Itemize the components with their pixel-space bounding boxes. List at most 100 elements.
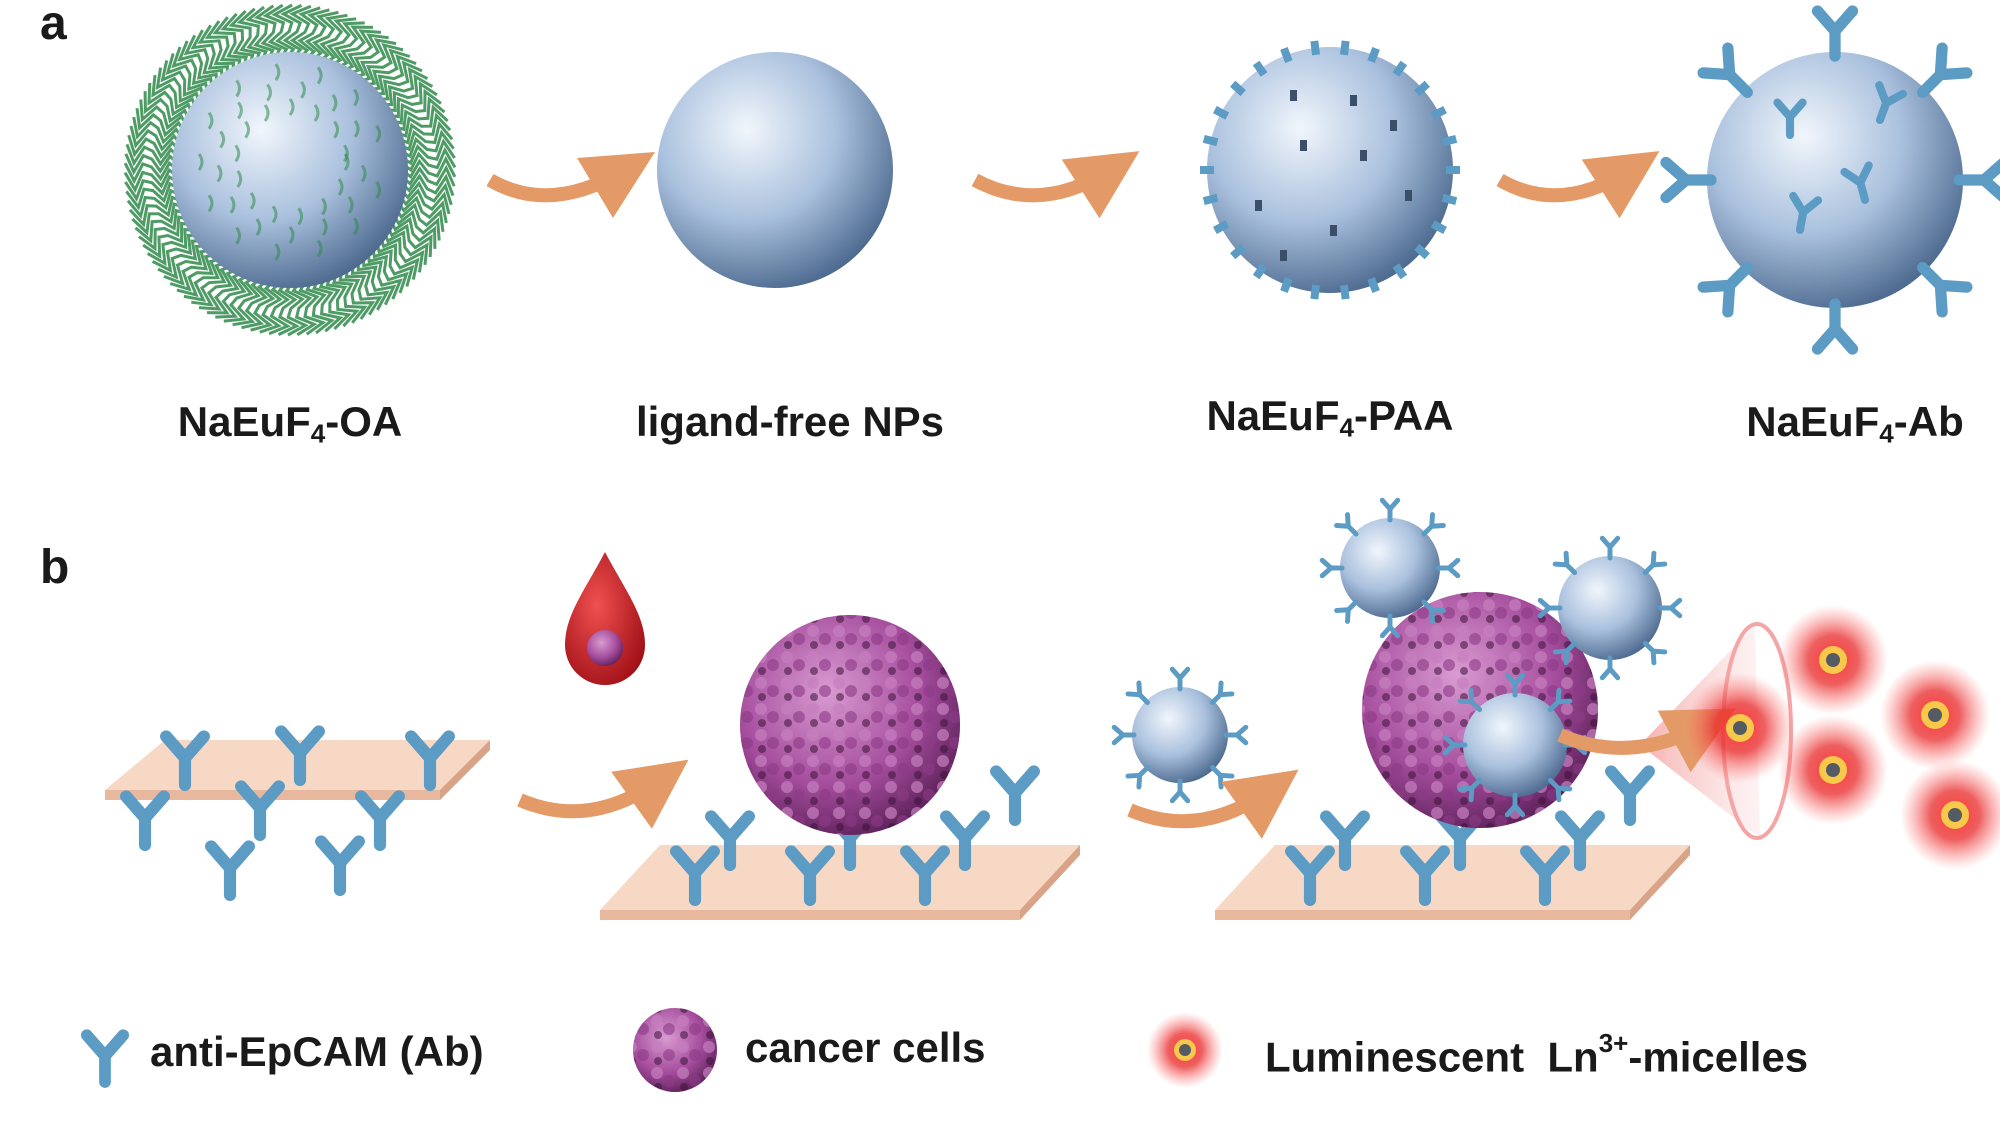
- np-ab-small-1-sphere: [1132, 687, 1228, 783]
- oleic-acid-chain: [395, 104, 449, 138]
- oleic-acid-inner-chain: [229, 196, 236, 214]
- oleic-acid-chain: [212, 16, 248, 69]
- substrate-3-edge: [1215, 910, 1630, 920]
- oleic-acid-chain: [253, 4, 282, 60]
- oleic-acid-inner-chain: [219, 130, 226, 149]
- panel-b-letter: b: [40, 541, 70, 594]
- oleic-acid-chain: [151, 74, 198, 110]
- oleic-acid-inner-chain: [271, 205, 278, 224]
- oleic-acid-chains: [123, 3, 457, 337]
- arrow-a1: [486, 152, 656, 219]
- substrate-3-top: [1215, 845, 1690, 910]
- oleic-acid-chain: [123, 160, 179, 185]
- oleic-acid-inner-chain: [316, 239, 323, 258]
- legend-cancer-cell-icon: [633, 1008, 717, 1092]
- oleic-acid-inner-chain: [274, 63, 281, 82]
- micelle-core: [1826, 653, 1840, 667]
- oleic-acid-chain: [356, 258, 397, 306]
- oleic-acid-chain: [289, 4, 312, 60]
- small-np-antibody: [1226, 727, 1246, 742]
- oleic-acid-chain: [183, 34, 224, 82]
- oleic-acid-chain: [191, 261, 228, 307]
- np-ab-bound-2: [1540, 538, 1680, 678]
- paa-tick-inner: [1360, 150, 1367, 161]
- oleic-acid-chain: [311, 10, 339, 63]
- caption-naeuf4-ab-sub: 4: [1879, 418, 1894, 449]
- paa-tick-inner: [1390, 120, 1397, 131]
- paa-tick: [1367, 277, 1380, 293]
- oleic-acid-chain: [382, 230, 429, 266]
- oleic-acid-chain: [124, 153, 180, 176]
- oleic-acid-inner-chain: [331, 94, 338, 112]
- substrate-2-edge: [600, 910, 1020, 920]
- paa-tick: [1280, 277, 1293, 293]
- oleic-acid-chain: [245, 5, 275, 61]
- paa-tick: [1280, 47, 1293, 63]
- oleic-acid-inner-chain: [197, 153, 204, 171]
- np-ab-antibody: [1666, 163, 1711, 198]
- paa-tick: [1213, 106, 1230, 120]
- oleic-acid-chain: [332, 271, 368, 324]
- oleic-acid-chain: [142, 221, 193, 259]
- bound-np-antibody: [1382, 616, 1397, 636]
- oleic-acid-chain: [280, 4, 303, 59]
- oleic-acid-chain: [326, 17, 357, 67]
- oleic-acid-chain: [319, 13, 348, 65]
- paa-tick: [1310, 40, 1320, 56]
- substrate-2: [600, 771, 1080, 920]
- oleic-acid-chain: [131, 202, 185, 236]
- bound-np-antibody: [1555, 553, 1580, 578]
- paa-tick: [1252, 60, 1268, 77]
- bound-np-antibody: [1418, 515, 1443, 540]
- bound-np-antibody: [1640, 553, 1665, 578]
- bound-np-antibody: [1382, 500, 1397, 520]
- small-np-antibody: [1128, 683, 1153, 708]
- np-ab-bound-3-sphere: [1463, 693, 1567, 797]
- paa-tick: [1230, 243, 1246, 260]
- oleic-acid-chain: [134, 208, 188, 244]
- paa-tick: [1200, 166, 1214, 174]
- substrate-antibody: [126, 796, 164, 845]
- luminescent-micelles: [1685, 605, 2000, 870]
- oleic-acid-inner-chain: [237, 101, 243, 120]
- caption-ligand-free: ligand-free NPs: [580, 398, 1000, 446]
- substrate-antibody: [996, 771, 1034, 820]
- small-np-antibody: [1114, 727, 1134, 742]
- substrate-antibody: [321, 841, 359, 890]
- bound-np-antibody: [1337, 596, 1362, 621]
- oleic-acid-chain: [291, 280, 318, 337]
- paa-tick-inner: [1300, 140, 1307, 151]
- oleic-acid-chain: [127, 134, 181, 160]
- oleic-acid-chain: [176, 253, 217, 298]
- oleic-acid-chain: [344, 265, 383, 316]
- oleic-acid-chain: [259, 279, 283, 334]
- np-ligand-free: [657, 52, 893, 288]
- substrate-1: [105, 731, 490, 895]
- oleic-acid-inner-chain: [300, 80, 306, 99]
- cancer-cell-1-texture: [740, 615, 960, 835]
- arrow-a2: [971, 151, 1140, 219]
- oleic-acid-chain: [386, 223, 433, 258]
- oleic-acid-chain: [204, 20, 242, 72]
- caption-naeuf4-paa-name: NaEuF: [1206, 392, 1340, 439]
- paa-tick: [1441, 193, 1458, 205]
- oleic-acid-inner-chain: [321, 197, 327, 216]
- oleic-acid-chain: [401, 155, 457, 180]
- substrate-3: [1215, 771, 1690, 920]
- oleic-acid-chain: [400, 138, 456, 166]
- np-ab-bound-2-sphere: [1558, 556, 1662, 660]
- oleic-acid-chain: [277, 281, 300, 336]
- oleic-acid-chain: [125, 143, 180, 167]
- oleic-acid-chain: [223, 273, 254, 323]
- oleic-acid-chain: [220, 12, 255, 67]
- caption-naeuf4-paa-sub: 4: [1339, 412, 1354, 443]
- caption-naeuf4-ab: NaEuF4-Ab: [1710, 398, 2000, 450]
- np-ab-antibody: [1818, 11, 1853, 56]
- oleic-acid-chain: [169, 248, 213, 292]
- paa-tick-inner: [1330, 225, 1337, 236]
- oleic-acid-chain: [268, 280, 291, 336]
- paa-tick: [1430, 106, 1447, 120]
- caption-naeuf4-ab-suffix: -Ab: [1893, 398, 1964, 445]
- bound-np-antibody: [1602, 658, 1617, 678]
- paa-tick: [1367, 47, 1380, 63]
